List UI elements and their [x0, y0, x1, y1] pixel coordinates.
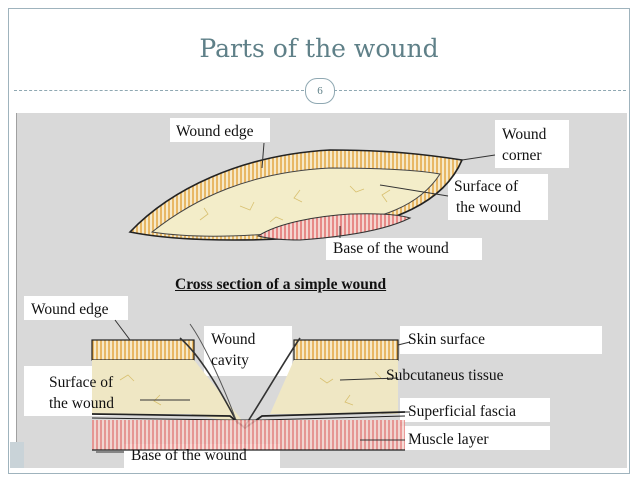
top-wound-surface — [150, 167, 441, 237]
top-wound — [128, 142, 496, 241]
skin-layer-right — [293, 339, 399, 361]
label-surface-top-line1: Surface of — [454, 178, 519, 195]
top-wound-base — [256, 213, 412, 241]
label-wound-edge-top: Wound edge — [176, 123, 254, 140]
leader-line — [379, 184, 449, 197]
leader-line — [397, 341, 411, 346]
wound-cavity-left — [179, 337, 239, 425]
figure-caption: Cross section of a simple wound — [175, 276, 387, 293]
label-box — [204, 326, 292, 376]
label-wound-corner-line2: corner — [502, 147, 542, 164]
leader-line — [261, 142, 265, 169]
label-surface-bottom-line1: Surface of — [49, 374, 114, 391]
muscle-layer — [92, 420, 405, 450]
label-skin-surface: Skin surface — [408, 331, 486, 348]
leader-line — [461, 154, 496, 161]
page-number: 6 — [305, 78, 335, 104]
label-box — [448, 174, 548, 220]
leader-line — [339, 377, 399, 381]
label-box — [400, 398, 550, 422]
wound-cavity-inner — [189, 323, 237, 421]
title-rule-left — [14, 90, 304, 91]
label-muscle-layer: Muscle layer — [408, 431, 489, 448]
title-rule-right — [334, 90, 626, 91]
label-surface-bottom-line2: the wound — [49, 395, 115, 412]
label-box — [400, 426, 550, 450]
label-wound-cavity-line2: cavity — [211, 352, 249, 369]
label-wound-edge-bottom: Wound edge — [31, 301, 109, 318]
label-box — [326, 238, 482, 260]
wound-cavity-right — [244, 337, 301, 427]
label-superficial-fascia: Superficial fascia — [408, 403, 517, 420]
label-subcutaneous-tissue: Subcutaneus tissue — [386, 367, 504, 384]
label-box — [24, 296, 128, 320]
label-base-top: Base of the wound — [333, 240, 449, 257]
cross-section — [91, 319, 411, 453]
slide-title: Parts of the wound — [199, 34, 439, 63]
subcutaneous-left — [92, 360, 245, 424]
label-wound-cavity-line1: Wound — [211, 331, 256, 348]
subcutaneous-right — [270, 360, 398, 414]
label-box — [400, 326, 602, 354]
label-base-bottom: Base of the wound — [131, 447, 247, 464]
label-surface-top-line2: the wound — [456, 199, 522, 216]
side-strip — [10, 442, 24, 468]
leader-line — [114, 319, 131, 341]
label-box — [170, 118, 270, 142]
skin-layer-left — [91, 339, 195, 361]
label-box — [495, 120, 569, 168]
label-wound-corner-line1: Wound — [502, 126, 547, 143]
